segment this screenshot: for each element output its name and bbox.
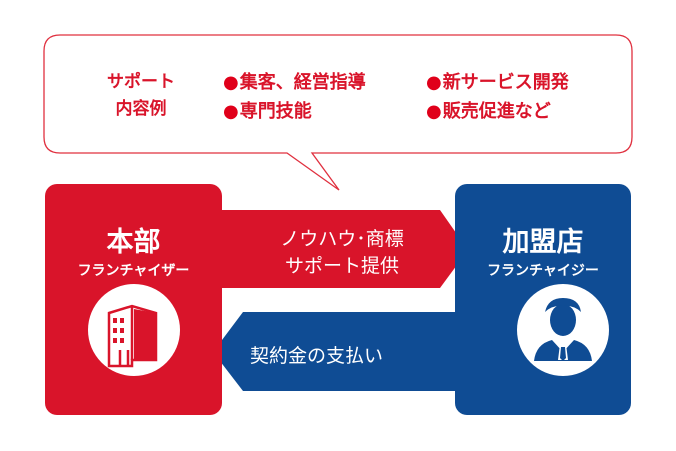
- franchisor-subtitle: フランチャイザー: [77, 263, 190, 279]
- support-heading-line1: サポート: [107, 72, 175, 92]
- franchisee-title: 加盟店: [502, 227, 584, 258]
- franchisor-title: 本部: [106, 227, 161, 258]
- support-arrow-line2: サポート提供: [284, 255, 399, 277]
- support-heading: サポート 内容例: [96, 69, 186, 123]
- support-item: 専門技能: [223, 97, 312, 123]
- support-item: 販売促進など: [426, 97, 551, 123]
- person-icon: [534, 298, 592, 361]
- support-item: 集客、経営指導: [223, 68, 366, 94]
- payment-arrow-label: 契約金の支払い: [250, 345, 384, 367]
- support-item: 新サービス開発: [426, 68, 569, 94]
- arrow-support-provision: [215, 210, 468, 288]
- arrow-fee-payment: [213, 312, 460, 391]
- support-heading-line2: 内容例: [115, 99, 167, 119]
- support-arrow-line1: ノウハウ･商標: [280, 228, 404, 250]
- franchisee-subtitle: フランチャイジー: [487, 263, 599, 279]
- building-icon: [107, 304, 158, 368]
- support-arrow-label: ノウハウ･商標 サポート提供: [222, 226, 462, 280]
